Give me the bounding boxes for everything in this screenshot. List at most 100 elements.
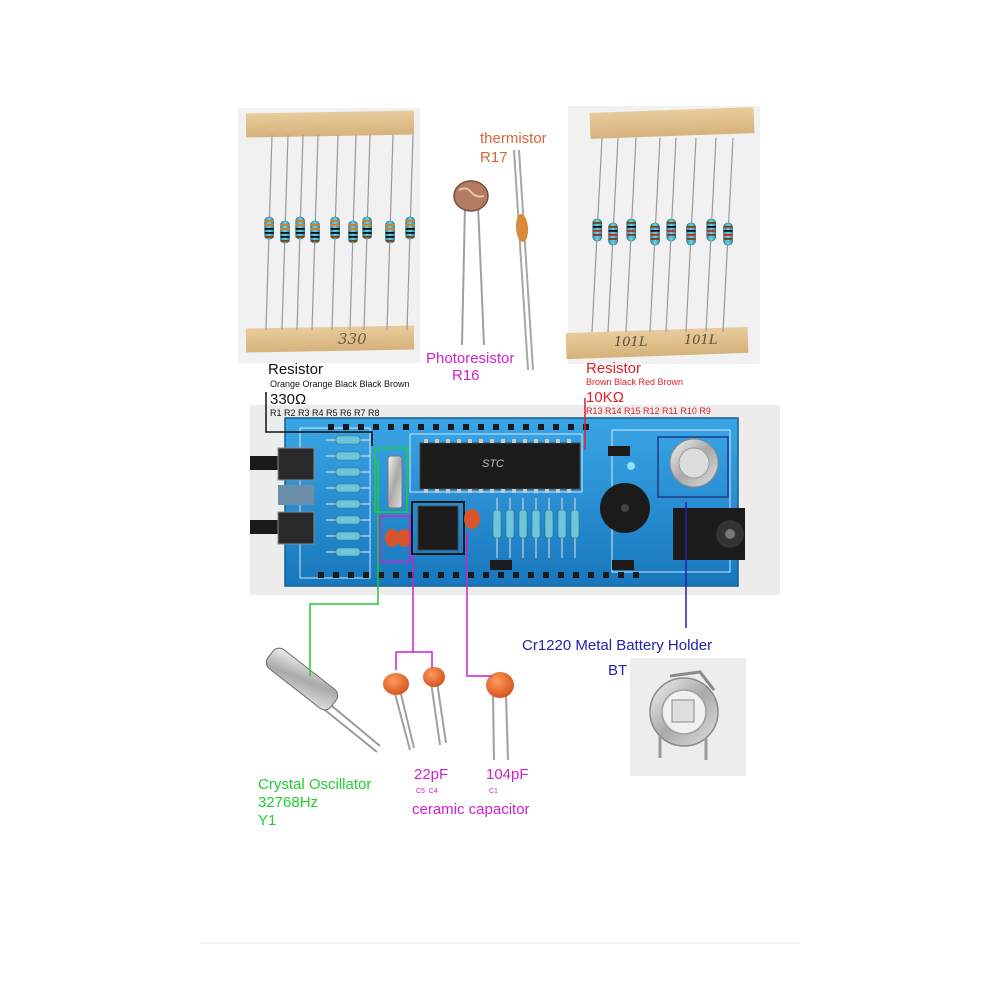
header-pin <box>348 572 354 578</box>
resistor-band <box>362 228 372 230</box>
ic-pin <box>523 439 527 443</box>
resistor-band <box>686 234 696 236</box>
resistor-band <box>405 232 415 234</box>
resistor-band <box>650 234 660 236</box>
crystal-freq: 32768Hz <box>258 794 319 811</box>
ic-pin <box>457 439 461 443</box>
resistor-band <box>608 230 618 232</box>
board-resistor <box>335 467 361 477</box>
resistor-band <box>280 228 290 230</box>
resistor-band <box>686 238 696 240</box>
ic-pin <box>490 489 494 493</box>
header-pin <box>373 424 379 430</box>
resistor-band <box>264 232 274 234</box>
resistor-band <box>405 224 415 226</box>
header-pin <box>408 572 414 578</box>
ic-pin <box>468 489 472 493</box>
resistor-band <box>706 226 716 228</box>
resistor-band <box>330 232 340 234</box>
resistor-band <box>310 236 320 238</box>
resistor-band <box>650 230 660 232</box>
resistor-band <box>626 222 636 224</box>
header-pin <box>523 424 529 430</box>
resistor-band <box>264 236 274 238</box>
resistor-10k-title: Resistor <box>586 360 642 377</box>
tape-text-330: 330 <box>338 330 367 348</box>
leader-lines <box>265 392 687 677</box>
tape-top <box>245 110 415 138</box>
header-pin <box>603 572 609 578</box>
header-pin <box>328 424 334 430</box>
resistor-strip-330 <box>238 108 420 363</box>
resistor-band <box>385 224 395 226</box>
cap-22pf-refs: C5 C4 <box>416 788 438 795</box>
ic-pin <box>446 439 450 443</box>
board-resistor <box>335 483 361 493</box>
resistor-band <box>405 220 415 222</box>
board-resistor <box>335 515 361 525</box>
resistor-band <box>405 236 415 238</box>
board-resistor <box>531 509 541 539</box>
resistor-band <box>362 236 372 238</box>
thermistor-part <box>513 149 534 371</box>
header-pin <box>478 424 484 430</box>
resistor-band <box>280 236 290 238</box>
resistor-band <box>280 224 290 226</box>
board-resistor <box>544 509 554 539</box>
resistor-band <box>264 224 274 226</box>
resistor-330-value: 330Ω <box>270 391 307 408</box>
resistor-10k-value: 10KΩ <box>586 389 624 406</box>
resistor-band <box>348 240 358 242</box>
board-resistor <box>335 451 361 461</box>
resistor-band <box>723 238 733 240</box>
battery-holder-name: Cr1220 Metal Battery Holder <box>522 637 713 654</box>
battery-holder-ref: BT <box>608 662 628 679</box>
header-pin <box>498 572 504 578</box>
board-resistor <box>335 499 361 509</box>
resistor-band <box>348 232 358 234</box>
resistor-band <box>686 230 696 232</box>
resistor-band <box>666 230 676 232</box>
crystal-ref: Y1 <box>258 812 277 829</box>
crystal-part <box>265 647 381 753</box>
ic-pin <box>490 439 494 443</box>
resistor-band <box>608 226 618 228</box>
ic-pin <box>523 489 527 493</box>
resistor-band <box>362 224 372 226</box>
header-pin <box>423 572 429 578</box>
resistor-330-color-code: Orange Orange Black Black Brown <box>270 379 410 389</box>
resistor-band <box>348 224 358 226</box>
capacitor-type: ceramic capacitor <box>412 801 530 818</box>
resistor-band <box>330 224 340 226</box>
resistor-band <box>330 228 340 230</box>
header-pin <box>388 424 394 430</box>
header-pin <box>358 424 364 430</box>
resistor-band <box>385 236 395 238</box>
photoresistor-name: Photoresistor <box>426 350 515 367</box>
tape-top <box>589 107 755 139</box>
resistor-band <box>310 224 320 226</box>
header-pin <box>558 572 564 578</box>
cap-104pf-ref: C1 <box>489 788 498 795</box>
header-pin <box>343 424 349 430</box>
ic-pin <box>545 439 549 443</box>
board-resistor <box>505 509 515 539</box>
cap-22pf-value: 22pF <box>414 766 449 783</box>
ic-pin <box>424 489 428 493</box>
resistor-band <box>385 228 395 230</box>
resistor-10k-color-code: Brown Black Red Brown <box>586 377 684 387</box>
board-resistor <box>335 547 361 557</box>
resistor-band <box>348 228 358 230</box>
tape-text-10k-1: 101L <box>614 335 648 350</box>
header-pin <box>568 424 574 430</box>
pcb-board <box>250 405 780 595</box>
resistor-band <box>723 234 733 236</box>
ic-pin <box>556 439 560 443</box>
header-pin <box>618 572 624 578</box>
resistor-band <box>385 232 395 234</box>
resistor-band <box>723 230 733 232</box>
header-pin <box>513 572 519 578</box>
resistor-band <box>592 230 602 232</box>
ic-pin <box>512 489 516 493</box>
